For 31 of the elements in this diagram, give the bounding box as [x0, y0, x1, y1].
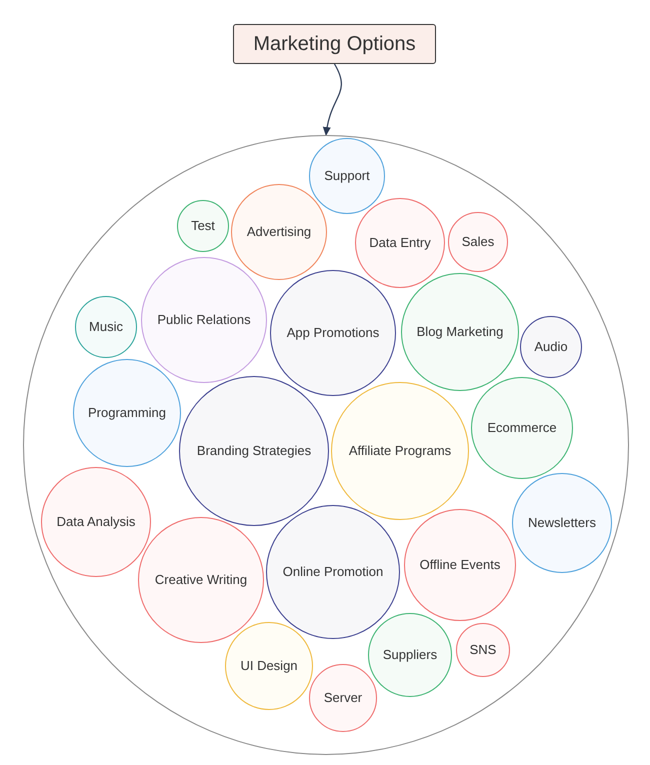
topic-label: Sales [462, 234, 494, 250]
topic-label: Data Entry [369, 235, 431, 251]
topic-circle [309, 664, 377, 732]
topic-label: Public Relations [157, 312, 251, 328]
title-text: Marketing Options [253, 32, 416, 56]
topic-label: Affiliate Programs [348, 443, 452, 459]
topic-circle [456, 623, 510, 677]
topic-label: Blog Marketing [416, 324, 504, 340]
topic-label: Support [324, 168, 370, 184]
topic-label: Programming [88, 405, 166, 421]
topic-label: Audio [534, 339, 568, 355]
topic-label: Server [324, 690, 362, 706]
topic-label: Branding Strategies [196, 443, 312, 459]
title-box [233, 24, 436, 64]
arrow [323, 64, 342, 136]
topic-label: Newsletters [528, 515, 596, 531]
topic-label: Advertising [246, 224, 312, 240]
topic-label: Test [191, 218, 215, 234]
topic-label: Offline Events [420, 557, 500, 573]
topic-circle [309, 138, 385, 214]
topic-label: Music [89, 319, 123, 335]
topic-label: App Promotions [286, 325, 380, 341]
topic-circle [73, 359, 181, 467]
topic-label: Suppliers [382, 647, 438, 663]
topic-label: Ecommerce [487, 420, 557, 436]
topic-label: UI Design [240, 658, 298, 674]
topic-label: Creative Writing [154, 572, 248, 588]
topic-label: Online Promotion [282, 564, 384, 580]
topic-label: Data Analysis [56, 514, 136, 530]
topic-label: SNS [470, 642, 496, 658]
topic-circle [177, 200, 229, 252]
